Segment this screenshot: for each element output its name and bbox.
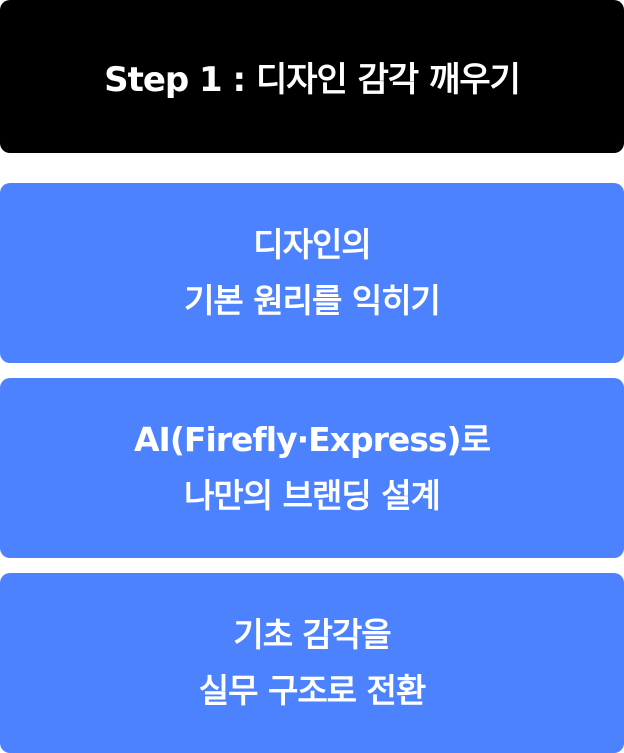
step-title: Step 1 : 디자인 감각 깨우기 <box>104 60 521 100</box>
step-card-3: 기초 감각을 실무 구조로 전환 <box>0 573 624 753</box>
step-card-line-2: 나만의 브랜딩 설계 <box>184 476 441 515</box>
step-card-2: AI(Firefly·Express)로 나만의 브랜딩 설계 <box>0 378 624 558</box>
step-card-text: 디자인의 기본 원리를 익히기 <box>184 217 441 329</box>
step-card-line-2: 실무 구조로 전환 <box>198 671 426 710</box>
step-card-1: 디자인의 기본 원리를 익히기 <box>0 183 624 363</box>
step-card-line-1: 기초 감각을 <box>233 615 391 654</box>
step-card-line-1: AI(Firefly·Express)로 <box>134 420 491 459</box>
step-card-line-2: 기본 원리를 익히기 <box>184 281 441 320</box>
step-card-line-1: 디자인의 <box>253 225 371 264</box>
step-card-text: AI(Firefly·Express)로 나만의 브랜딩 설계 <box>134 412 491 524</box>
step-header: Step 1 : 디자인 감각 깨우기 <box>0 0 624 153</box>
step-card-text: 기초 감각을 실무 구조로 전환 <box>199 607 426 719</box>
